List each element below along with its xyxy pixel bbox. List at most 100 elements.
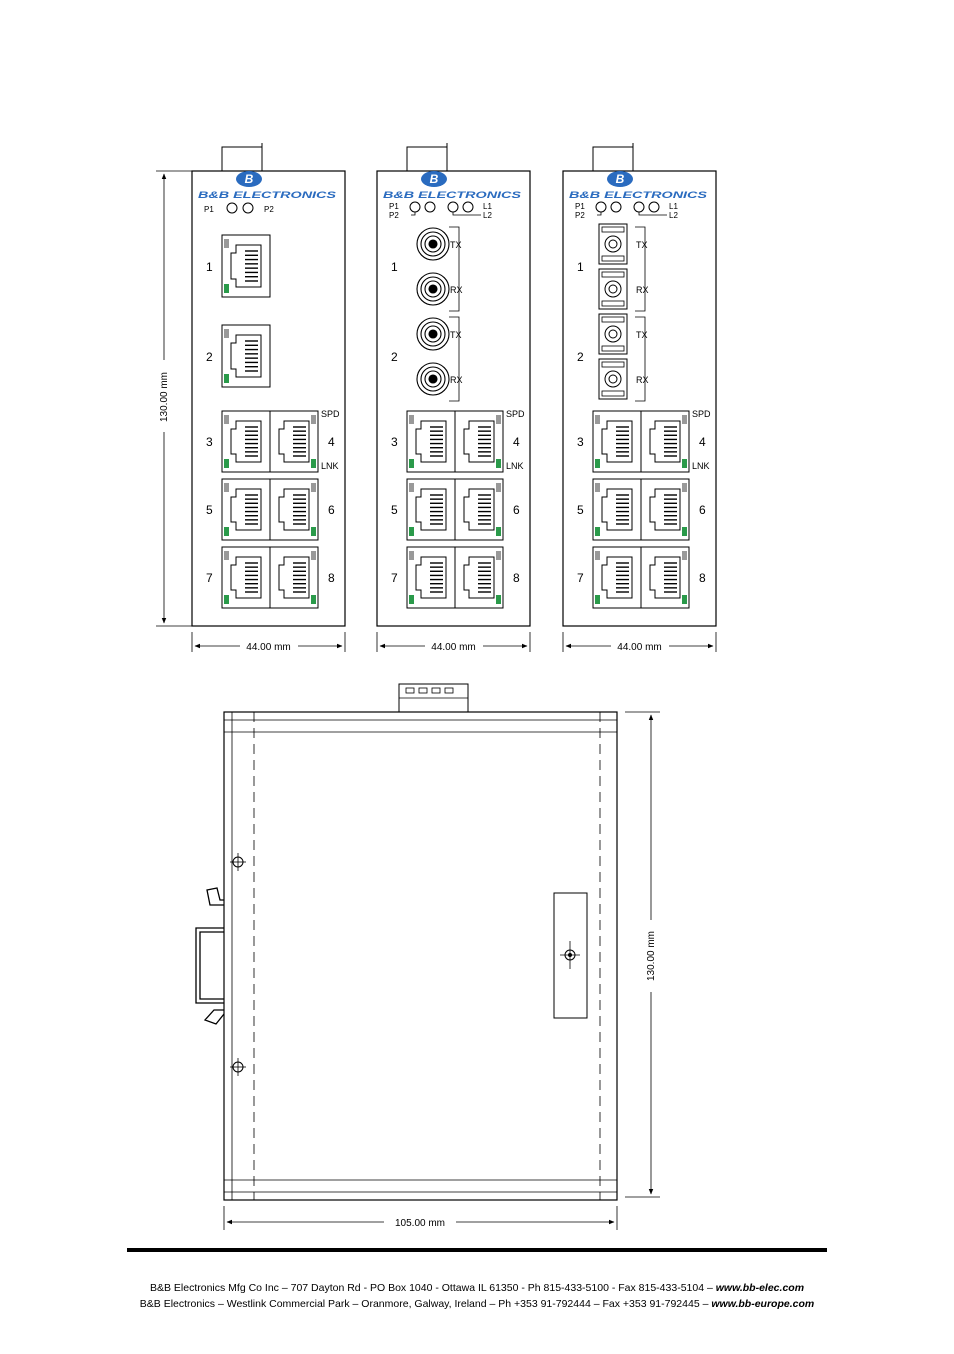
- panel-2-lnk-label: LNK: [506, 461, 524, 471]
- panel-3-port6-speed-led: [682, 483, 687, 492]
- panel-2-width-dimension: 44.00 mm: [431, 642, 475, 653]
- panel-3-led-label: L2: [669, 211, 678, 220]
- panel-2-led-leader: [452, 212, 481, 216]
- panel-3-port-number: 8: [699, 571, 706, 585]
- panel-2-fiber-label: TX: [450, 240, 462, 250]
- panel-1-port-number: 4: [328, 435, 335, 449]
- panel-3-fiber-label: RX: [636, 285, 649, 295]
- panel-2-fiber-4-st-fiber-connector: [416, 362, 450, 396]
- panel-3-led-leader: [597, 212, 602, 216]
- panel-3-fiber-3-sc-fiber-connector: [598, 313, 628, 355]
- panel-1-port4-rj45-port: [269, 410, 319, 473]
- panel-3-port7-rj45-port: [592, 546, 642, 609]
- footer-europe-website-link[interactable]: www.bb-europe.com: [711, 1298, 815, 1310]
- panel-1-port4-link-led: [311, 459, 316, 468]
- panel-3-port7-speed-led: [595, 551, 600, 560]
- panel-2-logo-badge: [421, 171, 447, 187]
- panel-2-fiber-label: RX: [450, 285, 463, 295]
- panel-2-port7-port-socket: [415, 556, 447, 599]
- panel-1-port-number: 5: [206, 503, 213, 517]
- panel-3-fiber-2-sc-latch: [601, 300, 625, 307]
- panel-2-power-led: [424, 201, 436, 213]
- panel-3-fiber-2-sc-ferrule: [604, 280, 622, 298]
- panel-1-port2-speed-led: [224, 329, 229, 338]
- panel-3-port7-port-frame: [592, 546, 642, 609]
- panel-1-port7-speed-led: [224, 551, 229, 560]
- panel-2-port-number: 7: [391, 571, 398, 585]
- panel-1-power-led: [242, 202, 254, 214]
- panel-3-brand-name: B&B ELECTRONICS: [569, 190, 708, 201]
- panel-3-port4-port-socket: [649, 420, 681, 463]
- front-height-dimension: 130.00 mm: [159, 372, 170, 422]
- panel-3-port3-port-frame: [592, 410, 642, 473]
- terminal-screw: [431, 687, 441, 694]
- panel-2-port6-speed-led: [496, 483, 501, 492]
- footer-line-us: B&B Electronics Mfg Co Inc – 707 Dayton …: [0, 1282, 954, 1294]
- panel-1-port8-speed-led: [311, 551, 316, 560]
- panel-3-port3-speed-led: [595, 415, 600, 424]
- panel-3-port6-port-socket: [649, 488, 681, 531]
- panel-3-fiber-1-sc-latch: [601, 255, 625, 262]
- panel-1-port4-speed-led: [311, 415, 316, 424]
- panel-1-port-number: 6: [328, 503, 335, 517]
- panel-1-port-number: 1: [206, 260, 213, 274]
- panel-1-port3-speed-led: [224, 415, 229, 424]
- panel-2-fiber-4-ring: [420, 366, 446, 392]
- panel-2-fiber-2-st-fiber-connector: [416, 272, 450, 306]
- panel-2-port-number: 6: [513, 503, 520, 517]
- panel-3-fiber-bracket: [635, 226, 646, 312]
- panel-1-port-number: 7: [206, 571, 213, 585]
- panel-3-power-led: [610, 201, 622, 213]
- panel-1-port1-port-socket: [230, 244, 262, 288]
- panel-1-port-number: 3: [206, 435, 213, 449]
- panel-3-fiber-label: TX: [636, 330, 648, 340]
- panel-3-brand-logo: BB&B ELECTRONICS: [569, 171, 708, 201]
- panel-2-brand-logo: B B&B ELECTRONICS: [383, 171, 522, 201]
- panel-2-fiber-3-st-fiber-connector: [416, 317, 450, 351]
- panel-2-port7-link-led: [409, 595, 414, 604]
- panel-2-port7-port-frame: [406, 546, 456, 609]
- panel-2-fiber-1-ring: [416, 227, 450, 261]
- panel-2-fiber-3-ring: [420, 321, 446, 347]
- panel-2-port4-link-led: [496, 459, 501, 468]
- footer-us-website-link[interactable]: www.bb-elec.com: [715, 1282, 805, 1294]
- panel-1-port2-port-frame: [221, 324, 271, 388]
- panel-2-spd-label: SPD: [506, 409, 525, 419]
- panel-1-port2-link-led: [224, 374, 229, 383]
- panel-1-port7-port-frame: [221, 546, 271, 609]
- panel-2-led-leader: [411, 212, 416, 216]
- panel-3-fiber-4-sc-ferrule: [604, 370, 622, 388]
- panel-3-port3-port-socket: [601, 420, 633, 463]
- panel-1-port-number: 2: [206, 350, 213, 364]
- panel-2-port3-port-frame: [406, 410, 456, 473]
- panel-3-led-label: P2: [575, 211, 585, 220]
- panel-2-port-number: 2: [391, 350, 398, 364]
- footer-us-address: B&B Electronics Mfg Co Inc – 707 Dayton …: [149, 1282, 716, 1294]
- panel-2-port8-port-socket: [463, 556, 495, 599]
- panel-2-fiber-1-ring: [420, 231, 446, 257]
- panel-1-port3-port-frame: [221, 410, 271, 473]
- panel-3-fiber-3-sc-ferrule: [604, 325, 622, 343]
- panel-2-fiber-2-ring: [424, 280, 442, 298]
- panel-1-port3-port-socket: [230, 420, 262, 463]
- panel-3-port4-speed-led: [682, 415, 687, 424]
- panel-2-port7-speed-led: [409, 551, 414, 560]
- panel-3-fiber-1-sc-core: [608, 239, 618, 249]
- panel-3-port4-link-led: [682, 459, 687, 468]
- panel-2-port6-rj45-port: [454, 478, 504, 541]
- panel-2-port5-rj45-port: [406, 478, 456, 541]
- panel-2-port3-rj45-port: [406, 410, 456, 473]
- panel-2-logo-letter: B: [430, 172, 439, 186]
- panel-1-port1-port-frame: [221, 234, 271, 298]
- panel-1-port-number: 8: [328, 571, 335, 585]
- panel-2-fiber-label: TX: [450, 330, 462, 340]
- panel-2-brand-name: B&B ELECTRONICS: [383, 190, 522, 201]
- panel-3-fiber-4-sc-core: [608, 374, 618, 384]
- panel-3-led-leader: [638, 212, 667, 216]
- panel-1-port8-port-socket: [278, 556, 310, 599]
- panel-2-port5-speed-led: [409, 483, 414, 492]
- panel-3-fiber-1-sc-body: [598, 223, 628, 265]
- panel-3-port3-link-led: [595, 459, 600, 468]
